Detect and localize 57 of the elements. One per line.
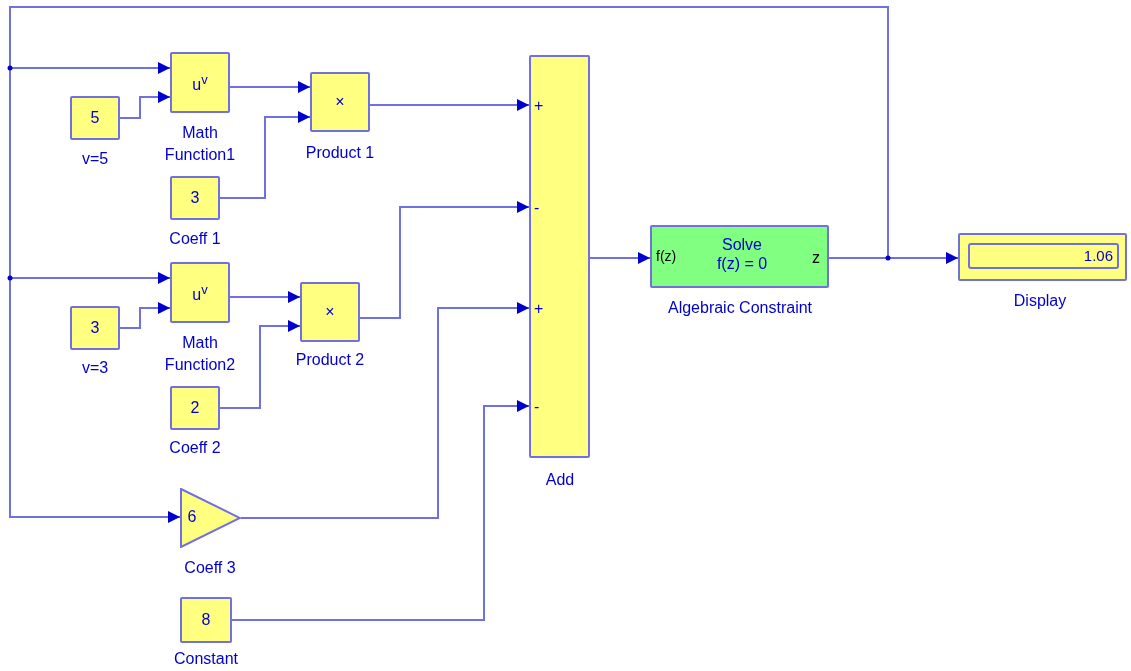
signal-arrow bbox=[359, 201, 530, 319]
block-label: 6 bbox=[186, 508, 198, 526]
port-sign: + bbox=[534, 300, 544, 318]
port-sign: + bbox=[534, 97, 544, 115]
signal-arrow bbox=[369, 99, 530, 111]
constant-block bbox=[170, 176, 220, 220]
signal-arrow bbox=[219, 111, 311, 199]
product-block bbox=[300, 282, 360, 342]
algebraic-constraint-block bbox=[650, 225, 829, 288]
block-label: 3 bbox=[189, 189, 201, 207]
port-sign: - bbox=[534, 199, 540, 217]
block-name: Coeff 1 bbox=[168, 229, 222, 249]
port-label: f(z) bbox=[656, 249, 677, 265]
signal-arrow bbox=[219, 320, 301, 409]
signal-arrow bbox=[589, 252, 651, 264]
block-name: Product 2 bbox=[294, 350, 366, 370]
block-label: 8 bbox=[200, 611, 212, 629]
block-name: Math Function1 bbox=[163, 123, 237, 165]
constant-block bbox=[70, 96, 120, 140]
signal-arrow bbox=[231, 400, 530, 621]
block-name: Constant bbox=[172, 649, 239, 669]
constant-block bbox=[170, 386, 220, 430]
block-name: v=5 bbox=[80, 149, 110, 169]
signal-arrow bbox=[240, 302, 530, 519]
signal-arrow bbox=[119, 91, 171, 119]
block-name: Add bbox=[544, 470, 576, 490]
display-block bbox=[958, 233, 1127, 281]
signal-arrow bbox=[229, 81, 311, 93]
block-name: Product 1 bbox=[304, 143, 376, 163]
constant-block bbox=[70, 306, 120, 350]
signal-arrow bbox=[119, 302, 171, 329]
constant-block bbox=[180, 597, 232, 643]
block-name: Coeff 2 bbox=[168, 438, 222, 458]
block-label: u$^{v}$ bbox=[191, 282, 209, 303]
value-readout: 1.06 bbox=[968, 243, 1119, 269]
block-label: 2 bbox=[189, 399, 201, 417]
block-label: × bbox=[324, 303, 336, 321]
block-label: 5 bbox=[89, 109, 101, 127]
block-name: Display bbox=[1012, 291, 1068, 311]
math-function-block bbox=[170, 262, 230, 323]
port-label: z bbox=[812, 249, 820, 267]
block-label: 3 bbox=[89, 319, 101, 337]
signal-arrow bbox=[828, 252, 959, 264]
block-name: Coeff 3 bbox=[183, 558, 237, 578]
port-sign: - bbox=[534, 398, 540, 416]
product-block bbox=[310, 72, 370, 132]
block-name: v=3 bbox=[80, 358, 110, 378]
block-label: × bbox=[334, 93, 346, 111]
signal-arrow bbox=[9, 6, 889, 523]
block-name: Math Function2 bbox=[163, 333, 237, 375]
sum-block bbox=[529, 55, 590, 458]
math-function-block bbox=[170, 52, 230, 113]
block-label: u$^{v}$ bbox=[191, 72, 209, 93]
block-name: Algebraic Constraint bbox=[666, 298, 814, 318]
gain-triangle bbox=[180, 488, 241, 548]
signal-arrow bbox=[229, 291, 301, 303]
block-label: Solve f(z) = 0 bbox=[715, 235, 769, 274]
